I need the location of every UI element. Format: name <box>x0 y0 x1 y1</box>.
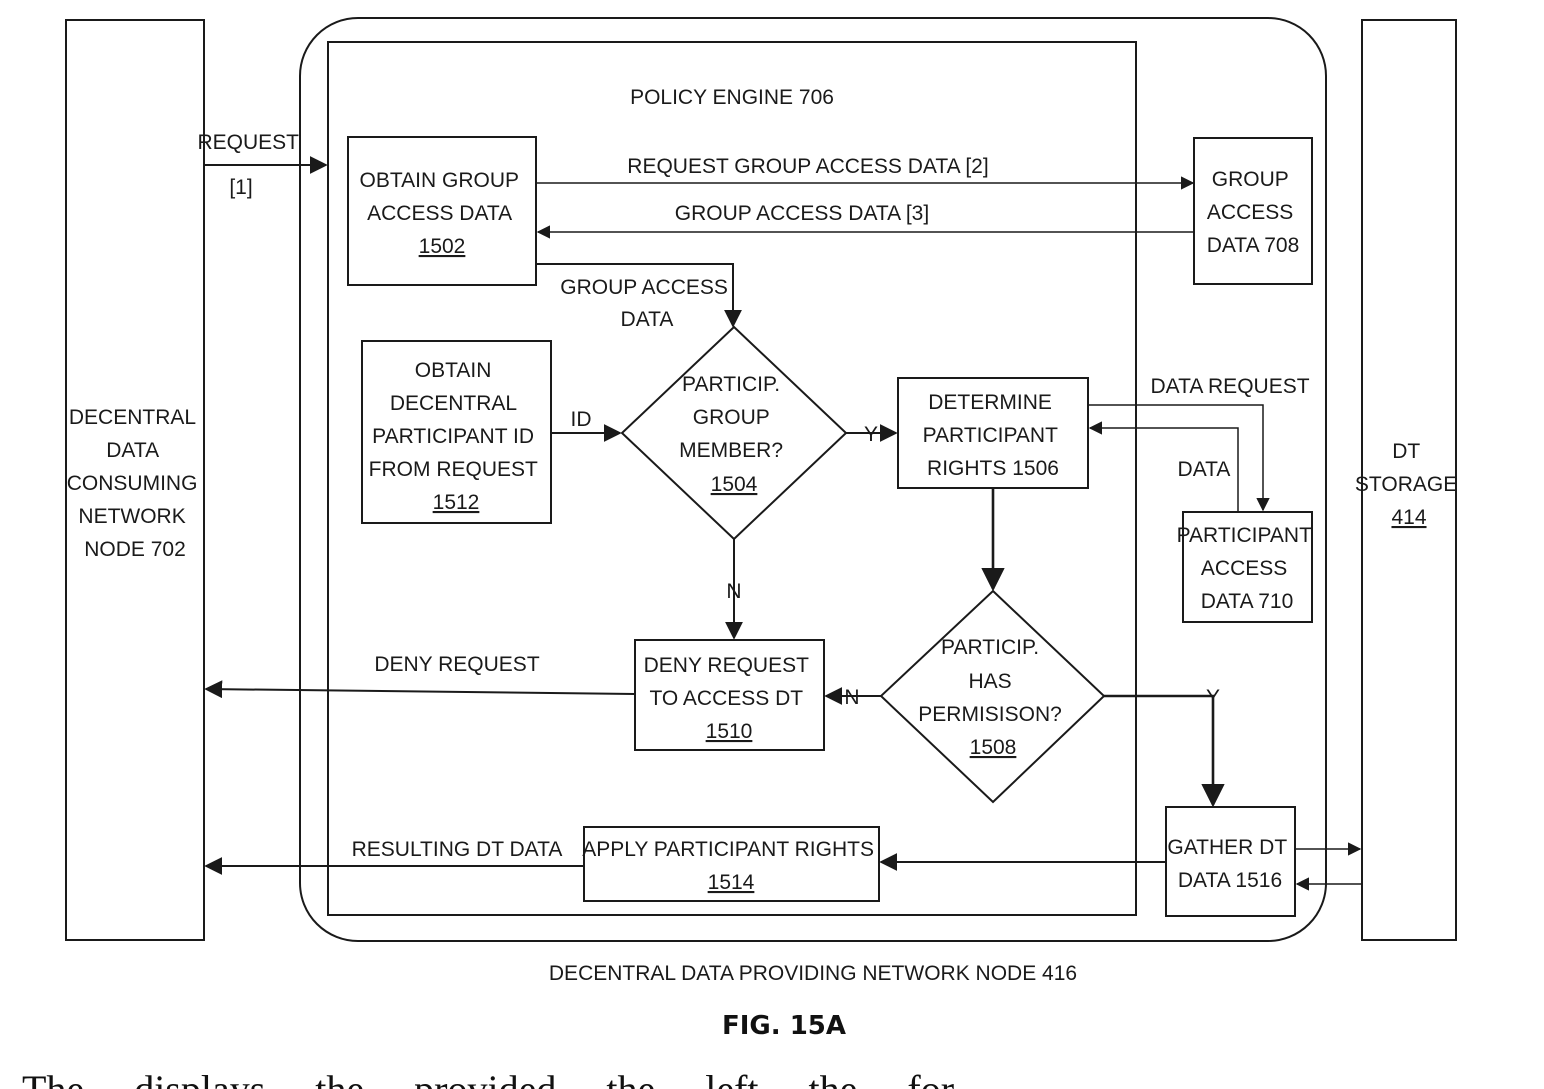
figure-label: FIG. 15A <box>722 1011 846 1041</box>
body-text-fragment: The ... displays ... the ... provided ..… <box>22 1067 954 1089</box>
providing-node-label: DECENTRAL DATA PROVIDING NETWORK NODE 41… <box>549 962 1077 985</box>
data-request-edge-label: DATA REQUEST <box>1150 375 1309 398</box>
gather-dt-data-box <box>1166 807 1295 916</box>
yes-edge-label-1: Y <box>864 423 878 446</box>
policy-engine-label: POLICY ENGINE 706 <box>630 86 834 109</box>
group-access-data-label: GROUP ACCESS DATA 708 <box>1207 168 1300 257</box>
deny-request-edge-label: DENY REQUEST <box>374 653 539 676</box>
no-edge-label-1: N <box>726 580 741 603</box>
yes-edge-label-2: Y <box>1206 686 1220 709</box>
id-edge-label: ID <box>571 408 592 431</box>
request-group-edge-label: REQUEST GROUP ACCESS DATA [2] <box>627 155 988 178</box>
determine-rights-label: DETERMINE PARTICIPANT RIGHTS 1506 <box>923 391 1064 480</box>
no-edge-label-2: N <box>844 686 859 709</box>
data-edge-label: DATA <box>1178 458 1231 481</box>
resulting-edge-label: RESULTING DT DATA <box>352 838 563 861</box>
group-return-edge-label: GROUP ACCESS DATA [3] <box>675 202 929 225</box>
